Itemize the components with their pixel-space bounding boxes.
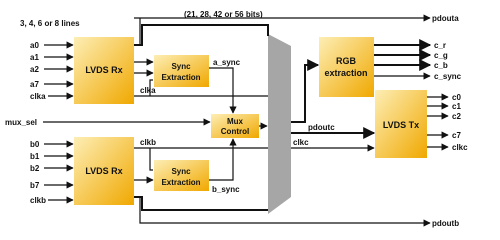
inputs-a: a0 a1 a2 a7 clka	[30, 41, 74, 101]
rgb-label-1: RGB	[336, 56, 357, 66]
signal-clkb: clkb	[140, 138, 156, 147]
mux-shape	[268, 34, 291, 214]
mux-label-1: Mux	[227, 117, 244, 126]
input-a7: a7	[30, 80, 39, 89]
output-pdoutb: pdoutb	[432, 219, 459, 228]
lvds-tx-label: LVDS Tx	[383, 120, 419, 130]
rgb-extraction-block	[319, 37, 374, 97]
sync-extraction-a-block	[154, 55, 209, 87]
lvds-tx-block	[375, 90, 427, 158]
output-c-r: c_r	[434, 41, 446, 50]
sync-a-label-2: Extraction	[161, 73, 200, 82]
input-a0: a0	[30, 41, 39, 50]
input-clkb: clkb	[30, 196, 46, 205]
output-c-g: c_g	[434, 51, 448, 60]
mux-control-block	[211, 114, 259, 138]
input-b0: b0	[30, 140, 40, 149]
tx-outputs: c0 c1 c2 c7 clkc	[427, 93, 468, 152]
lvds-rx-b-block	[74, 137, 134, 205]
input-a1: a1	[30, 53, 39, 62]
input-b7: b7	[30, 181, 40, 190]
signal-clka: clka	[140, 86, 156, 95]
sync-a-label-1: Sync	[171, 62, 191, 71]
rgb-label-2: extraction	[324, 68, 367, 78]
input-mux-sel: mux_sel	[5, 118, 37, 127]
inputs-b: b0 b1 b2 b7 clkb	[30, 140, 74, 205]
output-c2: c2	[452, 112, 461, 121]
output-c0: c0	[452, 93, 461, 102]
rgb-outputs: c_r c_g c_b c_sync	[374, 39, 462, 81]
lvds-rx-a-label: LVDS Rx	[85, 65, 122, 75]
output-clkc: clkc	[452, 143, 468, 152]
signal-a-sync: a_sync	[213, 58, 241, 67]
signal-pdoutc: pdoutc	[308, 123, 335, 132]
output-c1: c1	[452, 102, 461, 111]
input-b2: b2	[30, 164, 40, 173]
signal-clkc: clkc	[293, 138, 309, 147]
lines-note: 3, 4, 6 or 8 lines	[20, 19, 80, 28]
output-c-sync: c_sync	[434, 72, 462, 81]
output-c-b: c_b	[434, 61, 448, 70]
sync-b-label-2: Extraction	[161, 178, 200, 187]
input-clka: clka	[30, 92, 46, 101]
lvds-rx-a-block	[74, 37, 134, 104]
input-a2: a2	[30, 65, 39, 74]
mux-label-2: Control	[221, 127, 249, 136]
input-b1: b1	[30, 152, 40, 161]
lvds-rx-b-label: LVDS Rx	[85, 166, 122, 176]
bits-note: (21, 28, 42 or 56 bits)	[184, 10, 263, 19]
sync-b-label-1: Sync	[171, 167, 191, 176]
output-pdouta: pdouta	[432, 14, 459, 23]
output-c7: c7	[452, 131, 461, 140]
sync-extraction-b-block	[154, 160, 209, 191]
signal-b-sync: b_sync	[212, 185, 240, 194]
